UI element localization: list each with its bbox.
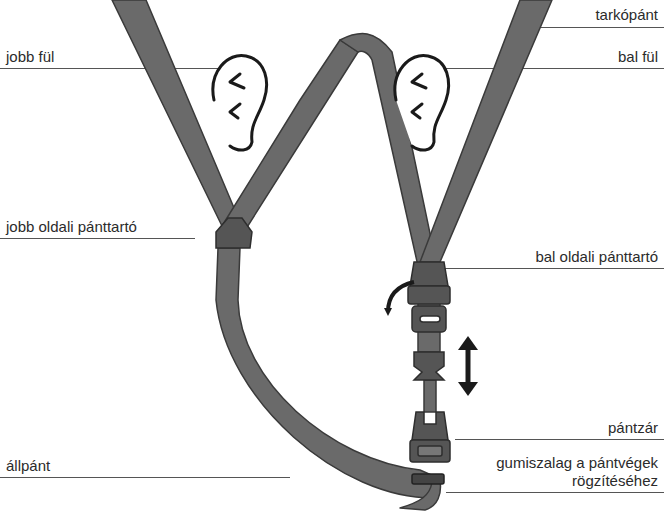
buckle-male [414,352,444,380]
buckle-clip [410,412,450,462]
left-strap-holder [408,262,450,332]
straps [112,0,552,510]
part-label: állpánt [6,457,50,475]
part-label: pántzár [608,419,658,437]
ears [213,55,449,150]
right-strap-holder [216,218,252,248]
part-label: jobb fül [6,48,54,66]
leader-lines [0,28,664,493]
part-label: gumiszalag a pántvégek rögzítéséhez [458,454,658,490]
part-label: tarkópánt [595,6,658,24]
part-label: jobb oldali pánttartó [6,218,137,236]
adjust-arrow [458,336,478,396]
rubber-band [412,474,444,484]
part-label: bal fül [618,48,658,66]
turn-arrow [388,282,414,312]
part-label: bal oldali pánttartó [535,248,658,266]
